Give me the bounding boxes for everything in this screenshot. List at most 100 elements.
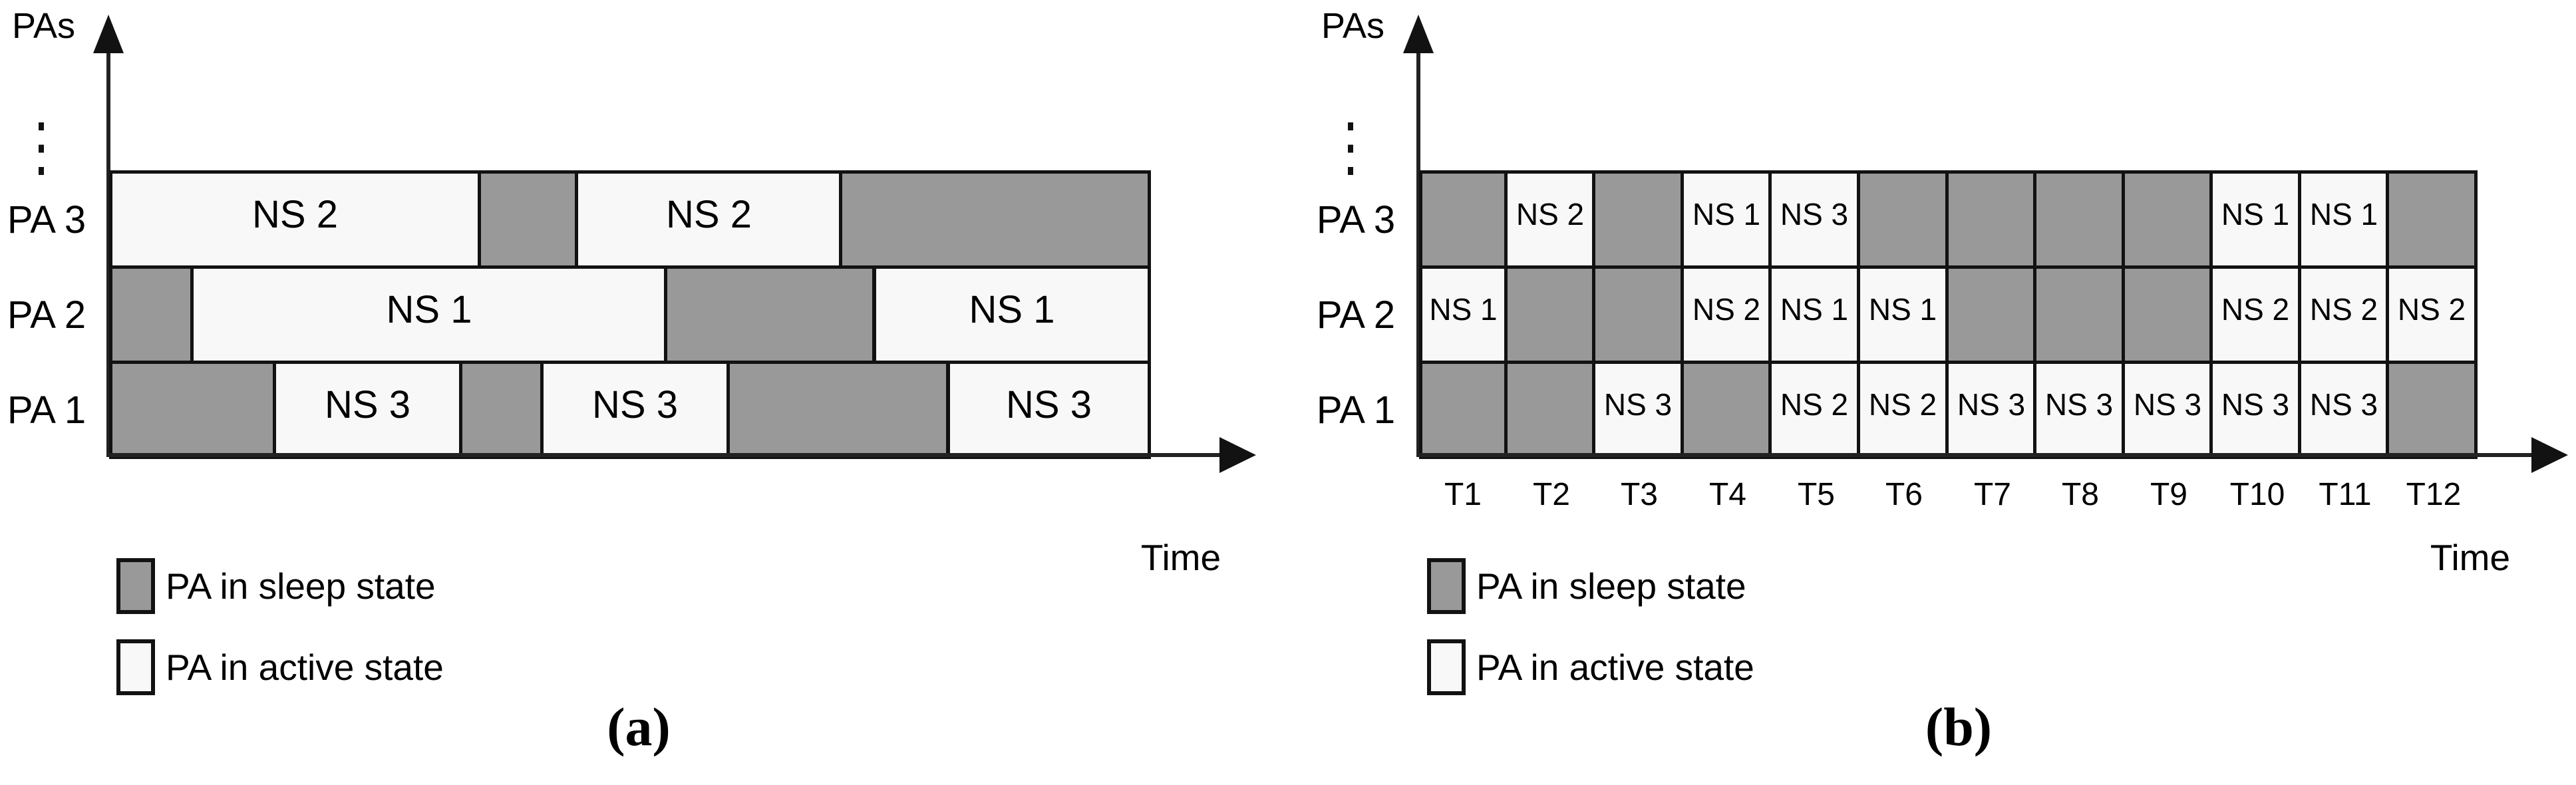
gantt-cell: NS 2 xyxy=(575,170,843,269)
gantt-cell: NS 3 xyxy=(2298,361,2390,459)
gantt-cell xyxy=(459,361,544,459)
cell-label: NS 2 xyxy=(2309,292,2378,327)
tick-label: T10 xyxy=(2229,477,2285,512)
cell-label: NS 3 xyxy=(2309,387,2378,422)
gantt-cell xyxy=(478,170,578,269)
cell-label: NS 1 xyxy=(1429,292,1498,327)
gantt-cell xyxy=(2033,170,2125,269)
tick-label: T4 xyxy=(1708,477,1746,512)
tick-label: T8 xyxy=(2061,477,2099,512)
cell-label: NS 2 xyxy=(252,192,338,236)
cell-label: NS 2 xyxy=(1868,387,1937,422)
gantt-cell: NS 3 xyxy=(1592,361,1684,459)
gantt-cell: NS 2 xyxy=(1857,361,1949,459)
gantt-cell xyxy=(1592,265,1684,364)
gantt-cell: NS 2 xyxy=(1768,361,1860,459)
row-label: PA 1 xyxy=(1316,388,1396,432)
cell-label: NS 3 xyxy=(2221,387,2290,422)
tick-label: T12 xyxy=(2406,477,2462,512)
gantt-cell xyxy=(1419,170,1508,269)
gantt-cell: NS 3 xyxy=(2033,361,2125,459)
legend-active-swatch xyxy=(1427,639,1466,695)
y-axis-arrow-icon xyxy=(1403,15,1434,53)
cell-label: NS 3 xyxy=(1780,197,1849,232)
gantt-cell: NS 1 xyxy=(873,265,1151,364)
x-axis-label: Time xyxy=(1140,537,1221,578)
cell-label: NS 1 xyxy=(1868,292,1937,327)
gantt-cell xyxy=(2386,361,2478,459)
gantt-cell: NS 3 xyxy=(947,361,1151,459)
row-label: PA 3 xyxy=(1316,198,1396,241)
cell-label: NS 1 xyxy=(1692,197,1761,232)
row-label: PA 3 xyxy=(7,198,86,241)
gantt-cell: NS 1 xyxy=(1681,170,1772,269)
gantt-cell xyxy=(1857,170,1949,269)
gantt-cell xyxy=(1504,361,1596,459)
cell-label: NS 3 xyxy=(1006,383,1092,426)
gantt-cell xyxy=(2386,170,2478,269)
gantt-cell xyxy=(2033,265,2125,364)
gantt-cell xyxy=(109,265,194,364)
cell-label: NS 3 xyxy=(2133,387,2202,422)
vertical-ellipsis-icon xyxy=(39,122,44,175)
legend-sleep-label: PA in sleep state xyxy=(166,565,436,607)
gantt-cell xyxy=(2122,170,2213,269)
gantt-cell xyxy=(1419,361,1508,459)
gantt-cell: NS 3 xyxy=(2122,361,2213,459)
cell-label: NS 2 xyxy=(1516,197,1585,232)
tick-label: T1 xyxy=(1444,477,1482,512)
gantt-cell: NS 2 xyxy=(2298,265,2390,364)
x-axis-arrow-icon xyxy=(1219,437,1256,473)
cell-label: NS 2 xyxy=(1780,387,1849,422)
gantt-cell: NS 2 xyxy=(1504,170,1596,269)
gantt-cell: NS 3 xyxy=(273,361,462,459)
gantt-cell xyxy=(726,361,949,459)
tick-label: T9 xyxy=(2150,477,2187,512)
gantt-cell: NS 2 xyxy=(1681,265,1772,364)
tick-label: T2 xyxy=(1532,477,1570,512)
gantt-cell xyxy=(839,170,1151,269)
gantt-cell: NS 3 xyxy=(1945,361,2037,459)
cell-label: NS 1 xyxy=(2221,197,2290,232)
gantt-cell xyxy=(1681,361,1772,459)
cell-label: NS 2 xyxy=(2397,292,2466,327)
gantt-cell: NS 2 xyxy=(109,170,481,269)
legend-active-label: PA in active state xyxy=(166,647,444,688)
tick-label: T7 xyxy=(1973,477,2011,512)
gantt-cell xyxy=(1504,265,1596,364)
gantt-cell: NS 3 xyxy=(1768,170,1860,269)
cell-label: NS 1 xyxy=(2309,197,2378,232)
cell-label: NS 3 xyxy=(2044,387,2114,422)
caption-a: (a) xyxy=(607,697,671,757)
gantt-cell xyxy=(1945,265,2037,364)
gantt-cell: NS 2 xyxy=(2386,265,2478,364)
x-axis-line xyxy=(106,453,1226,457)
row-label: PA 2 xyxy=(7,293,86,337)
gantt-cell: NS 3 xyxy=(540,361,730,459)
gantt-cell xyxy=(2122,265,2213,364)
gantt-cell xyxy=(664,265,876,364)
x-axis-arrow-icon xyxy=(2531,437,2568,473)
gantt-cell: NS 2 xyxy=(2209,265,2301,364)
gantt-cell: NS 1 xyxy=(2209,170,2301,269)
row-label: PA 2 xyxy=(1316,293,1396,337)
y-axis-line xyxy=(106,49,110,457)
gantt-cell: NS 1 xyxy=(2298,170,2390,269)
caption-b: (b) xyxy=(1925,697,1993,757)
gantt-cell xyxy=(1592,170,1684,269)
cell-label: NS 3 xyxy=(592,383,678,426)
tick-label: T11 xyxy=(2319,477,2372,512)
gantt-cell: NS 1 xyxy=(1419,265,1508,364)
cell-label: NS 2 xyxy=(1692,292,1761,327)
gantt-cell: NS 3 xyxy=(2209,361,2301,459)
y-axis-line xyxy=(1416,49,1420,457)
legend-sleep-swatch xyxy=(116,558,155,614)
tick-label: T5 xyxy=(1797,477,1835,512)
y-axis-arrow-icon xyxy=(93,15,124,53)
row-label: PA 1 xyxy=(7,388,86,432)
legend-sleep-swatch xyxy=(1427,558,1466,614)
cell-label: NS 1 xyxy=(969,287,1055,331)
cell-label: NS 3 xyxy=(325,383,410,426)
cell-label: NS 2 xyxy=(666,192,752,236)
cell-label: NS 3 xyxy=(1603,387,1673,422)
